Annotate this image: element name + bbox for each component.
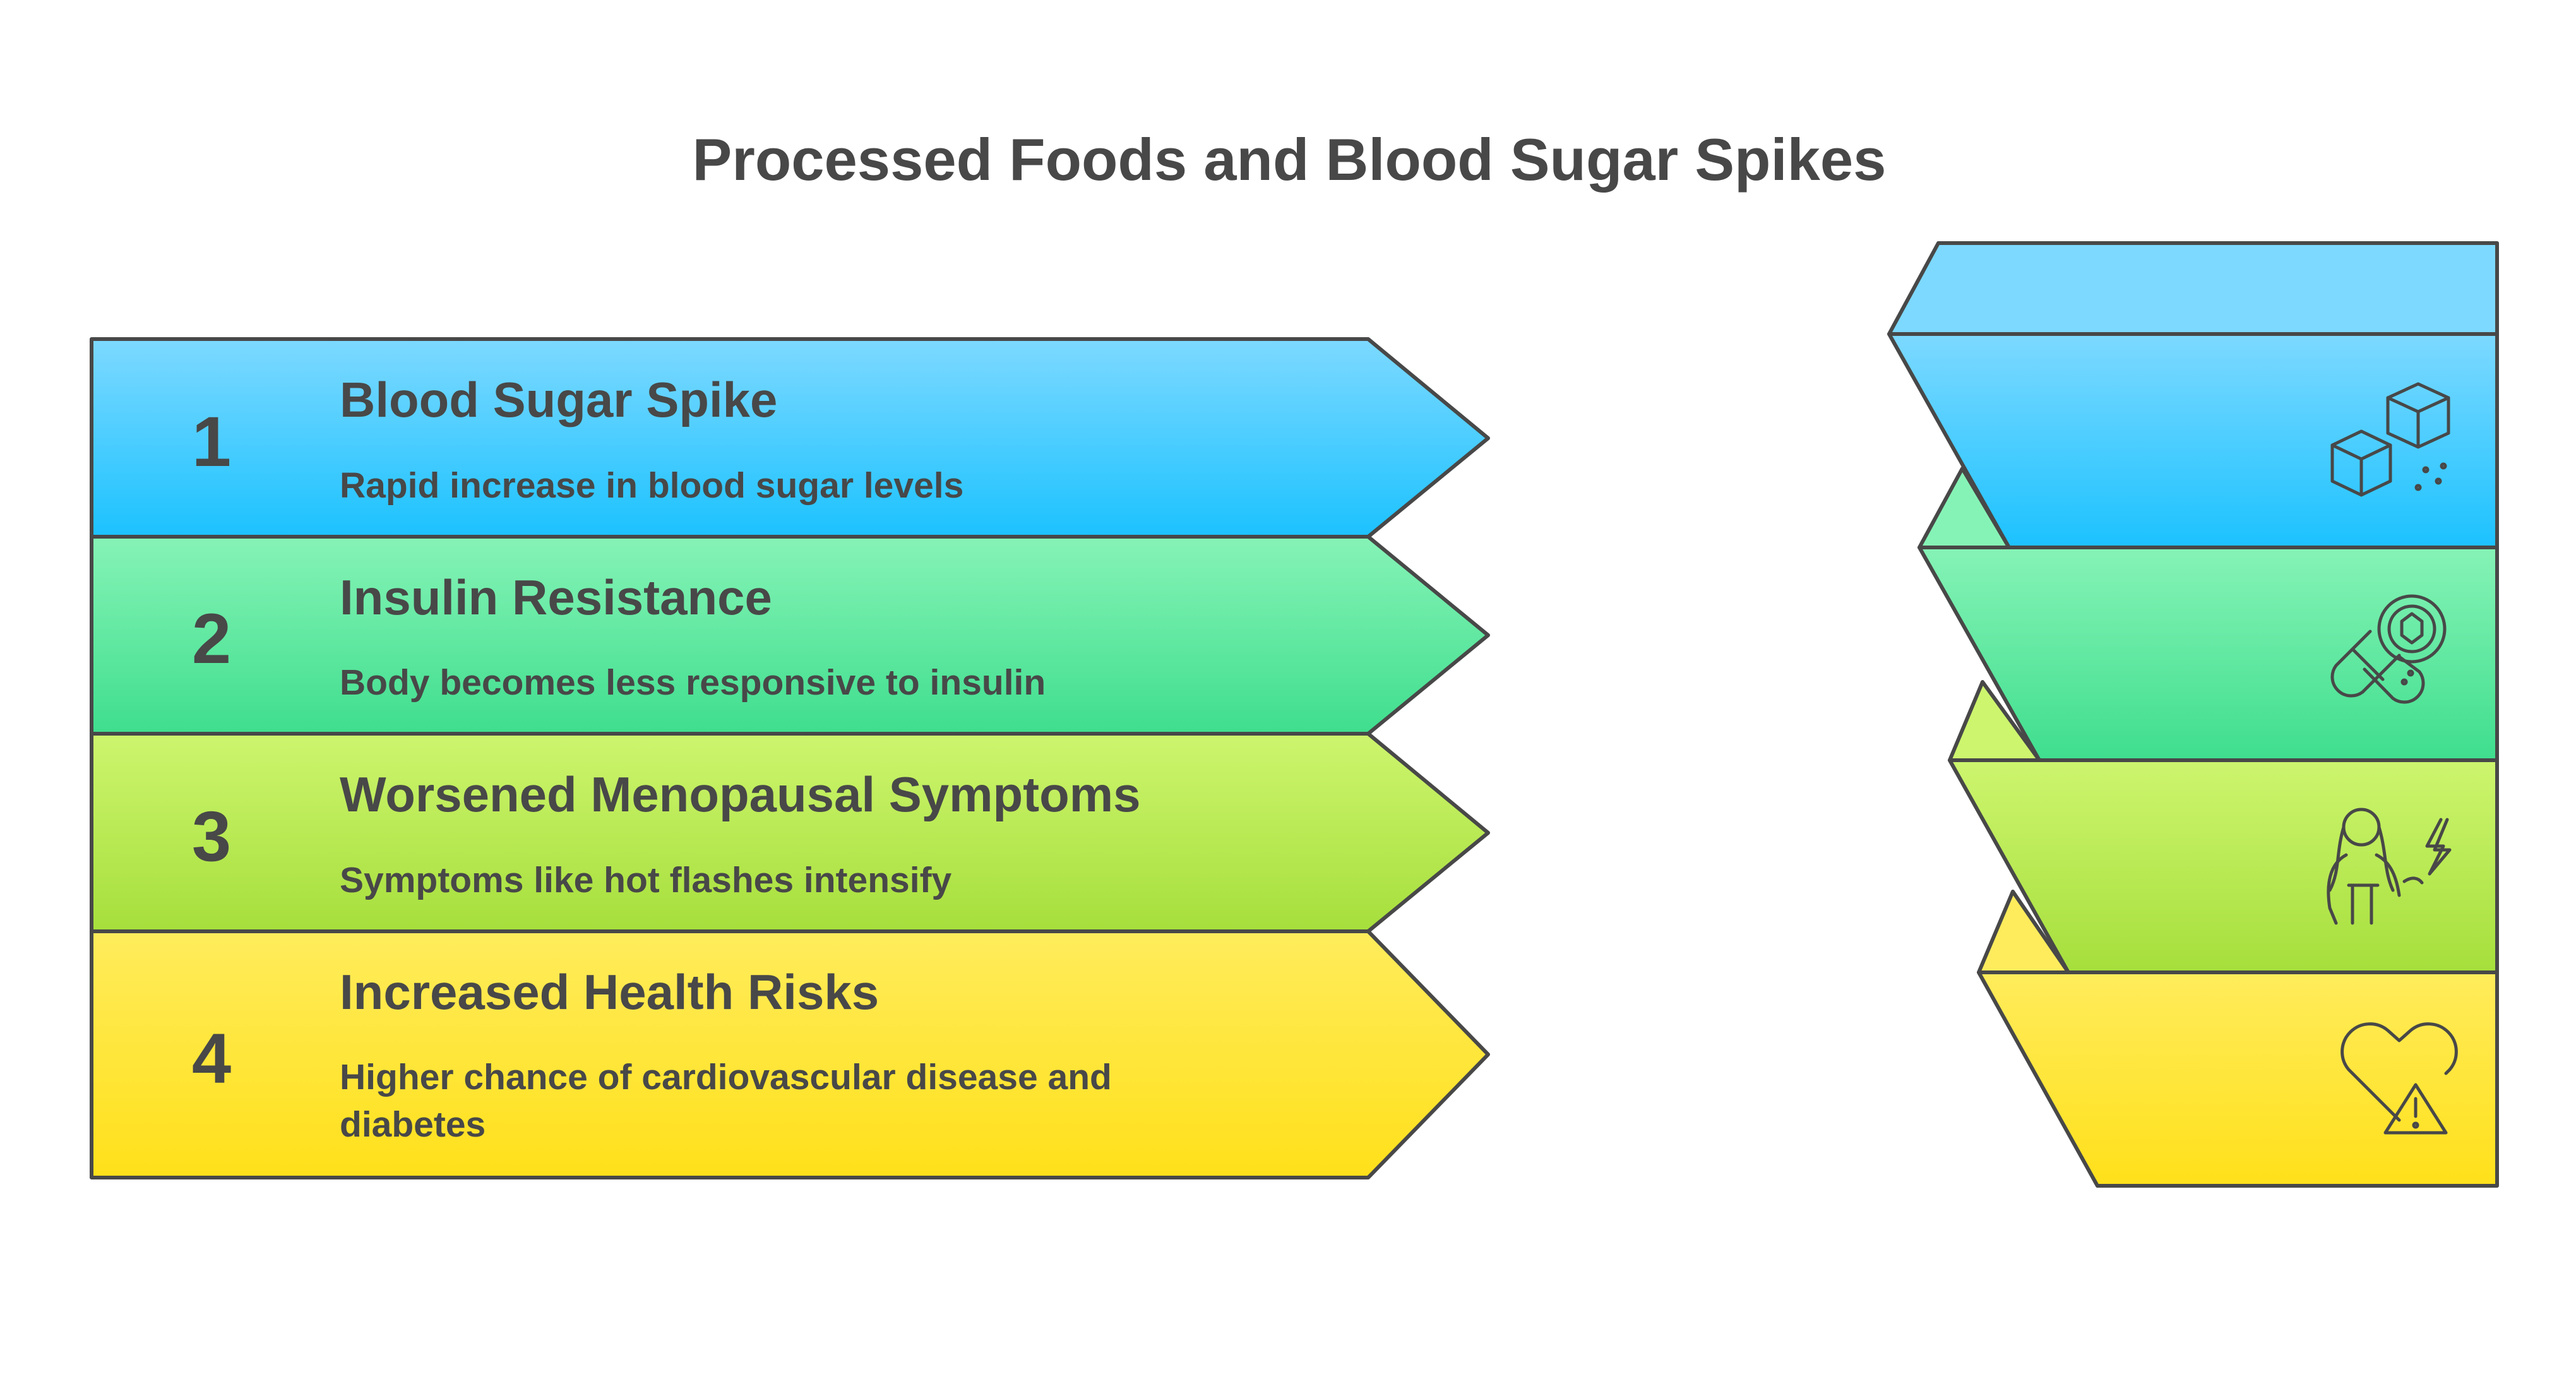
staircase xyxy=(1887,241,2499,1188)
step-2-arrow: 2 Insulin Resistance Body becomes less r… xyxy=(90,535,1490,736)
sugar-cubes-icon xyxy=(2330,382,2450,497)
heart-warning-icon xyxy=(2340,1022,2458,1135)
diagram-title: Processed Foods and Blood Sugar Spikes xyxy=(693,126,1887,193)
step-1-top-face xyxy=(1887,241,2499,336)
step-3-arrow: 3 Worsened Menopausal Symptoms Symptoms … xyxy=(90,732,1490,933)
step-4-heading: Increased Health Risks xyxy=(340,964,879,1020)
step-3-arrow-shape xyxy=(90,732,1490,933)
insulin-pill-icon xyxy=(2330,594,2447,704)
step-4-number: 4 xyxy=(192,1019,231,1098)
step-1-heading: Blood Sugar Spike xyxy=(340,372,777,427)
step-3-description-line-1: Symptoms like hot flashes intensify xyxy=(340,860,952,900)
step-3-heading: Worsened Menopausal Symptoms xyxy=(340,767,1141,822)
step-4-front-face xyxy=(1977,970,2499,1188)
step-2-heading: Insulin Resistance xyxy=(340,570,772,625)
step-2-arrow-shape xyxy=(90,535,1490,736)
step-4-description-line-1: Higher chance of cardiovascular disease … xyxy=(340,1057,1112,1097)
step-1-arrow: 1 Blood Sugar Spike Rapid increase in bl… xyxy=(90,337,1490,539)
step-4-arrow: 4 Increased Health Risks Higher chance o… xyxy=(90,929,1490,1179)
step-1-description-line-1: Rapid increase in blood sugar levels xyxy=(340,465,963,506)
step-1-number: 1 xyxy=(192,402,231,481)
woman-lightning-icon xyxy=(2327,808,2452,925)
step-3-number: 3 xyxy=(192,797,231,876)
step-1-arrow-shape xyxy=(90,337,1490,539)
step-2-description-line-1: Body becomes less responsive to insulin xyxy=(340,662,1046,703)
step-4-arrow-shape xyxy=(90,929,1490,1179)
step-2-number: 2 xyxy=(192,599,231,678)
step-4-description-line-2: diabetes xyxy=(340,1104,486,1145)
